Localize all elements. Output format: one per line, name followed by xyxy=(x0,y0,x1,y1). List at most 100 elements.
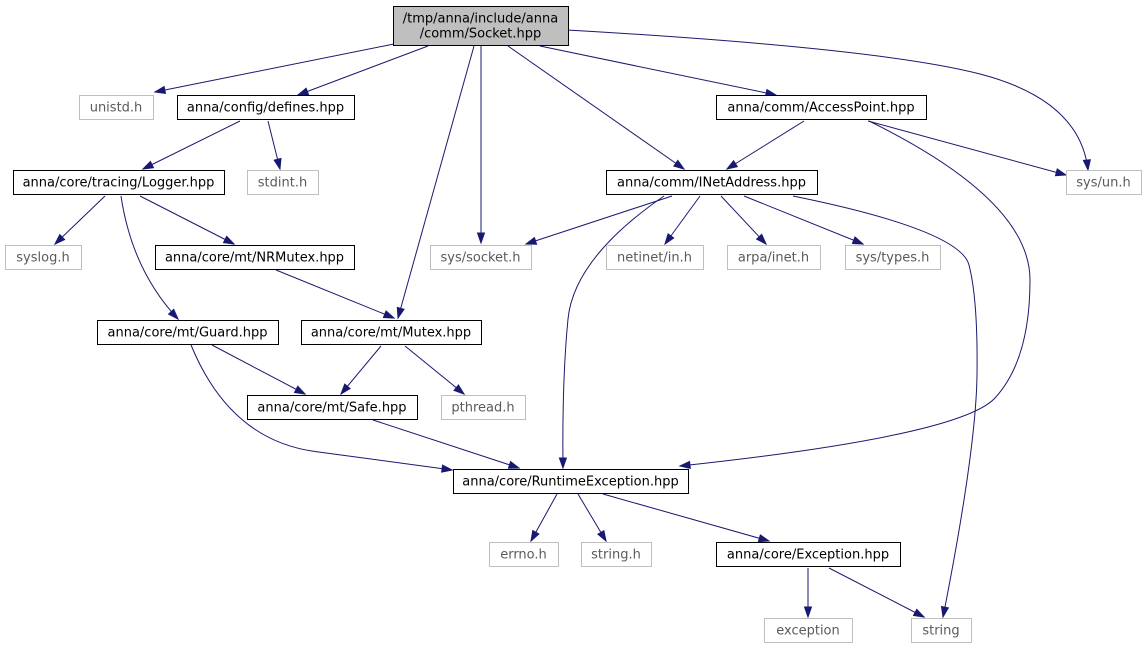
node-box xyxy=(13,170,225,195)
node-stdint: stdint.h xyxy=(247,170,319,195)
node-box xyxy=(606,170,818,195)
node-box xyxy=(764,618,853,643)
node-sysun: sys/un.h xyxy=(1066,170,1142,195)
node-box xyxy=(97,320,279,345)
node-socket[interactable]: /tmp/anna/include/anna/comm/Socket.hpp xyxy=(393,6,569,46)
node-label: netinet/in.h xyxy=(617,251,692,266)
edge-line xyxy=(562,195,665,469)
edge-inetaddress-to-runtimeexc xyxy=(558,195,665,470)
arrowhead xyxy=(725,159,739,170)
arrowhead xyxy=(678,460,691,470)
nodes-layer: /tmp/anna/include/anna/comm/Socket.hpp un… xyxy=(5,6,1142,643)
arrowhead xyxy=(273,157,282,171)
arrowhead xyxy=(912,608,926,618)
edge-line xyxy=(142,120,241,170)
node-box xyxy=(301,320,482,345)
edge-line xyxy=(372,419,520,469)
arrowhead xyxy=(558,457,568,470)
edge-socket-to-accesspoint xyxy=(539,45,778,97)
node-label: anna/comm/AccessPoint.hpp xyxy=(727,101,914,116)
edge-line xyxy=(154,43,395,93)
edge-logger-to-nrmutex xyxy=(139,195,236,245)
arrowhead xyxy=(672,159,686,170)
edge-runtimeexc-to-errno xyxy=(530,493,558,543)
edge-inetaddress-to-syssocket xyxy=(524,195,673,245)
node-box xyxy=(1066,170,1142,195)
edge-nrmutex-to-mutex xyxy=(275,269,396,319)
node-label: arpa/inet.h xyxy=(738,251,809,266)
node-label: anna/core/tracing/Logger.hpp xyxy=(23,176,215,191)
node-logger[interactable]: anna/core/tracing/Logger.hpp xyxy=(13,170,225,195)
node-exception: exception xyxy=(764,618,853,643)
arrowhead xyxy=(141,160,155,170)
node-box xyxy=(247,395,418,420)
arrowhead xyxy=(803,606,813,619)
arrowhead xyxy=(453,384,466,395)
node-label: anna/core/Exception.hpp xyxy=(727,548,889,563)
edge-line xyxy=(190,344,453,471)
edge-mutex-to-safe xyxy=(340,345,382,396)
edge-defines-to-logger xyxy=(141,120,241,170)
node-runtimeexc[interactable]: anna/core/RuntimeException.hpp xyxy=(453,469,689,494)
edge-accesspoint-to-inetaddress xyxy=(725,120,805,170)
edge-exception_hpp-to-exception xyxy=(803,568,813,619)
edge-socket-to-inetaddress xyxy=(507,45,686,170)
arrowhead xyxy=(293,385,307,395)
node-label: stdint.h xyxy=(258,176,307,191)
node-netinet: netinet/in.h xyxy=(606,245,704,270)
edge-socket-to-syssocket xyxy=(476,46,486,245)
edge-line xyxy=(211,344,306,395)
arrowhead xyxy=(530,529,540,543)
arrowhead xyxy=(441,464,454,473)
node-safe[interactable]: anna/core/mt/Safe.hpp xyxy=(247,395,418,420)
node-label: syslog.h xyxy=(16,251,69,266)
node-label: sys/types.h xyxy=(856,251,930,266)
node-mutex[interactable]: anna/core/mt/Mutex.hpp xyxy=(301,320,482,345)
node-guard[interactable]: anna/core/mt/Guard.hpp xyxy=(97,320,279,345)
edge-line xyxy=(275,269,395,319)
node-nrmutex[interactable]: anna/core/mt/NRMutex.hpp xyxy=(155,245,355,270)
node-label: /tmp/anna/include/anna xyxy=(403,12,558,27)
node-box xyxy=(489,542,559,567)
edge-line xyxy=(679,120,1031,467)
node-label: unistd.h xyxy=(90,101,143,116)
node-defines[interactable]: anna/config/defines.hpp xyxy=(177,95,355,120)
edge-logger-to-syslog xyxy=(53,195,106,246)
arrowhead xyxy=(396,306,405,320)
edge-line xyxy=(828,567,925,618)
edge-safe-to-runtimeexc xyxy=(372,419,521,469)
arrowhead xyxy=(167,308,180,321)
node-pthread: pthread.h xyxy=(441,395,526,420)
node-exception_hpp[interactable]: anna/core/Exception.hpp xyxy=(716,542,901,567)
node-box xyxy=(581,542,652,567)
node-inetaddress[interactable]: anna/comm/INetAddress.hpp xyxy=(606,170,818,195)
node-box xyxy=(716,542,901,567)
node-box xyxy=(453,469,689,494)
arrowhead xyxy=(1082,159,1091,172)
node-string: string xyxy=(911,618,972,643)
arrowhead xyxy=(222,235,236,245)
node-label: string xyxy=(922,624,959,639)
node-box xyxy=(79,95,154,120)
node-accesspoint[interactable]: anna/comm/AccessPoint.hpp xyxy=(716,95,927,120)
arrowhead xyxy=(507,460,521,469)
edge-accesspoint-to-sysun xyxy=(867,120,1068,177)
edge-line xyxy=(120,195,179,320)
edge-socket-to-mutex xyxy=(396,45,475,320)
node-label: /comm/Socket.hpp xyxy=(420,27,542,42)
node-label: anna/comm/INetAddress.hpp xyxy=(617,176,806,191)
edge-line xyxy=(726,120,805,170)
edge-socket-to-sysun xyxy=(566,29,1091,172)
arrowhead xyxy=(597,529,607,543)
arrowhead xyxy=(755,233,768,246)
edge-line xyxy=(54,195,106,245)
node-box xyxy=(911,618,972,643)
edge-guard-to-runtimeexc xyxy=(190,344,454,473)
edge-line xyxy=(404,345,465,395)
edge-inetaddress-to-arpainet xyxy=(720,195,768,246)
arrowhead xyxy=(340,383,351,396)
node-box xyxy=(430,245,532,270)
edge-line xyxy=(507,45,685,170)
node-box xyxy=(727,245,821,270)
